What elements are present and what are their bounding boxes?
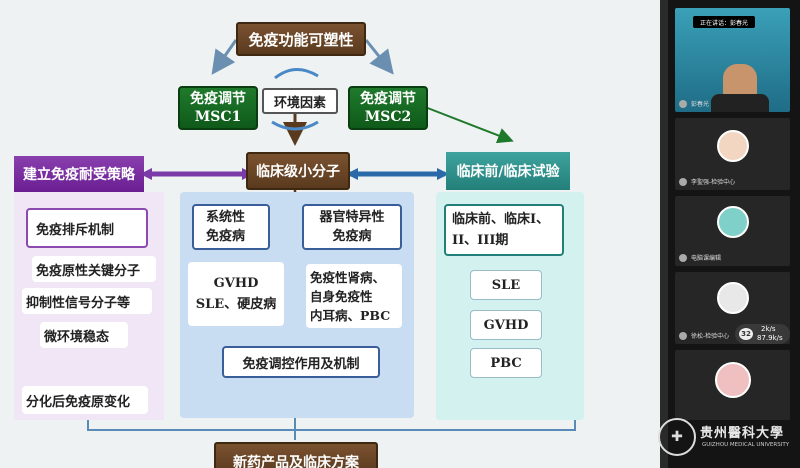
sle-line: SLE、硬皮病 xyxy=(195,297,277,312)
left-item-3-label: 抑制性信号分子等 xyxy=(26,295,131,311)
right-header: 临床前/临床试验 xyxy=(456,164,560,180)
network-stats: 32 2k/s 87.9k/s xyxy=(735,324,790,344)
participant-name-1: 彭春光 xyxy=(691,101,710,108)
university-name-en: GUIZHOU MEDICAL UNIVERSITY xyxy=(702,442,790,448)
center-header-box: 临床级小分子 xyxy=(246,152,350,190)
university-watermark: ✚ 贵州醫科大學 GUIZHOU MEDICAL UNIVERSITY xyxy=(650,412,800,468)
participant-tile-speaker[interactable]: 正在讲话：彭春光 彭春光 xyxy=(675,8,790,112)
panel-divider xyxy=(660,0,668,468)
left-item-5: 分化后免疫原变化 xyxy=(22,386,148,414)
bottom-box: 新药产品及临床方案 xyxy=(214,442,378,468)
kidney-line2: 自身免疫性 xyxy=(310,288,373,304)
right-item-pbc-label: PBC xyxy=(490,355,522,371)
university-seal-icon: ✚ xyxy=(658,418,696,456)
systemic-line1: 系统性 xyxy=(206,210,246,225)
slide-title: 免疫功能可塑性 xyxy=(248,30,354,49)
upload-speed: 2k/s xyxy=(761,325,776,333)
gvhd-line: GVHD xyxy=(213,276,259,291)
kidney-line1: 免疫性肾病、 xyxy=(310,269,386,285)
left-item-4: 微环境稳态 xyxy=(40,322,128,348)
profile-avatar xyxy=(717,206,749,238)
left-item-4-label: 微环境稳态 xyxy=(44,329,110,345)
participant-name-3: 电脑课编辑 xyxy=(691,255,722,262)
left-item-2: 免疫原性关键分子 xyxy=(32,256,156,282)
left-item-3: 抑制性信号分子等 xyxy=(22,288,152,314)
right-item-sle-label: SLE xyxy=(491,277,521,293)
msc2-box: 免疫调节 MSC2 xyxy=(348,86,428,130)
right-item-pbc: PBC xyxy=(470,348,542,378)
left-item-1-label: 免疫排斥机制 xyxy=(36,222,115,238)
systemic-line2: 免疫病 xyxy=(206,229,246,244)
organ-line2: 免疫病 xyxy=(332,229,372,244)
right-header-box: 临床前/临床试验 xyxy=(446,152,570,190)
university-name-cn: 贵州醫科大學 xyxy=(700,426,785,441)
participant-name-2: 李聖强-检验中心 xyxy=(691,179,736,186)
msc1-line1: 免疫调节 xyxy=(190,91,246,107)
phases-box: 临床前、临床I、 II、III期 xyxy=(444,204,564,256)
phases-line2: II、III期 xyxy=(452,233,509,248)
gvhd-sle-box: GVHD SLE、硬皮病 xyxy=(188,262,284,326)
download-speed: 87.9k/s xyxy=(757,334,783,342)
title-box: 免疫功能可塑性 xyxy=(236,22,366,56)
mic-icon xyxy=(679,178,687,186)
mic-icon xyxy=(679,254,687,262)
speaking-badge: 正在讲话：彭春光 xyxy=(693,16,755,28)
organ-specific-box: 器官特异性 免疫病 xyxy=(302,204,402,250)
left-header-box: 建立免疫耐受策略 xyxy=(14,156,144,192)
organ-line1: 器官特异性 xyxy=(319,210,385,225)
left-item-2-label: 免疫原性关键分子 xyxy=(36,263,141,279)
presentation-slide: 免疫功能可塑性 免疫调节 MSC1 环境因素 免疫调节 MSC2 临床级小分子 … xyxy=(0,0,668,468)
mechanism-box: 免疫调控作用及机制 xyxy=(222,346,380,378)
msc1-line2: MSC1 xyxy=(194,109,242,125)
speaker-body xyxy=(711,94,769,112)
participant-tile-3[interactable]: 电脑课编辑 xyxy=(675,196,790,266)
environment-factor-box: 环境因素 xyxy=(262,88,338,114)
participant-tile-5[interactable] xyxy=(675,350,790,420)
cartoon-avatar xyxy=(717,130,749,162)
left-item-1: 免疫排斥机制 xyxy=(26,208,148,248)
systemic-box: 系统性 免疫病 xyxy=(192,204,270,250)
mic-icon xyxy=(679,332,687,340)
msc2-line2: MSC2 xyxy=(364,109,412,125)
center-header: 临床级小分子 xyxy=(256,164,340,180)
mechanism-label: 免疫调控作用及机制 xyxy=(242,356,360,372)
left-item-5-label: 分化后免疫原变化 xyxy=(26,394,131,410)
mic-icon xyxy=(679,100,687,108)
right-item-gvhd-label: GVHD xyxy=(483,317,529,333)
photo-avatar xyxy=(715,362,751,398)
environment-factor-label: 环境因素 xyxy=(273,95,326,111)
bottom-label: 新药产品及临床方案 xyxy=(233,455,359,468)
participant-count-badge: 32 xyxy=(739,328,753,340)
group-avatar xyxy=(717,282,749,314)
participant-name-4: 徐松-检验中心 xyxy=(691,333,730,340)
msc2-line1: 免疫调节 xyxy=(360,91,416,107)
participant-tile-4[interactable]: 徐松-检验中心 32 2k/s 87.9k/s xyxy=(675,272,790,344)
msc1-box: 免疫调节 MSC1 xyxy=(178,86,258,130)
left-header: 建立免疫耐受策略 xyxy=(23,167,135,183)
kidney-line3: 内耳病、PBC xyxy=(310,307,391,323)
participant-tile-2[interactable]: 李聖强-检验中心 xyxy=(675,118,790,190)
phases-line1: 临床前、临床I、 xyxy=(452,212,550,227)
speaking-badge-label: 正在讲话：彭春光 xyxy=(699,19,748,27)
right-item-gvhd: GVHD xyxy=(470,310,542,340)
right-item-sle: SLE xyxy=(470,270,542,300)
kidney-box: 免疫性肾病、 自身免疫性 内耳病、PBC xyxy=(306,264,402,328)
